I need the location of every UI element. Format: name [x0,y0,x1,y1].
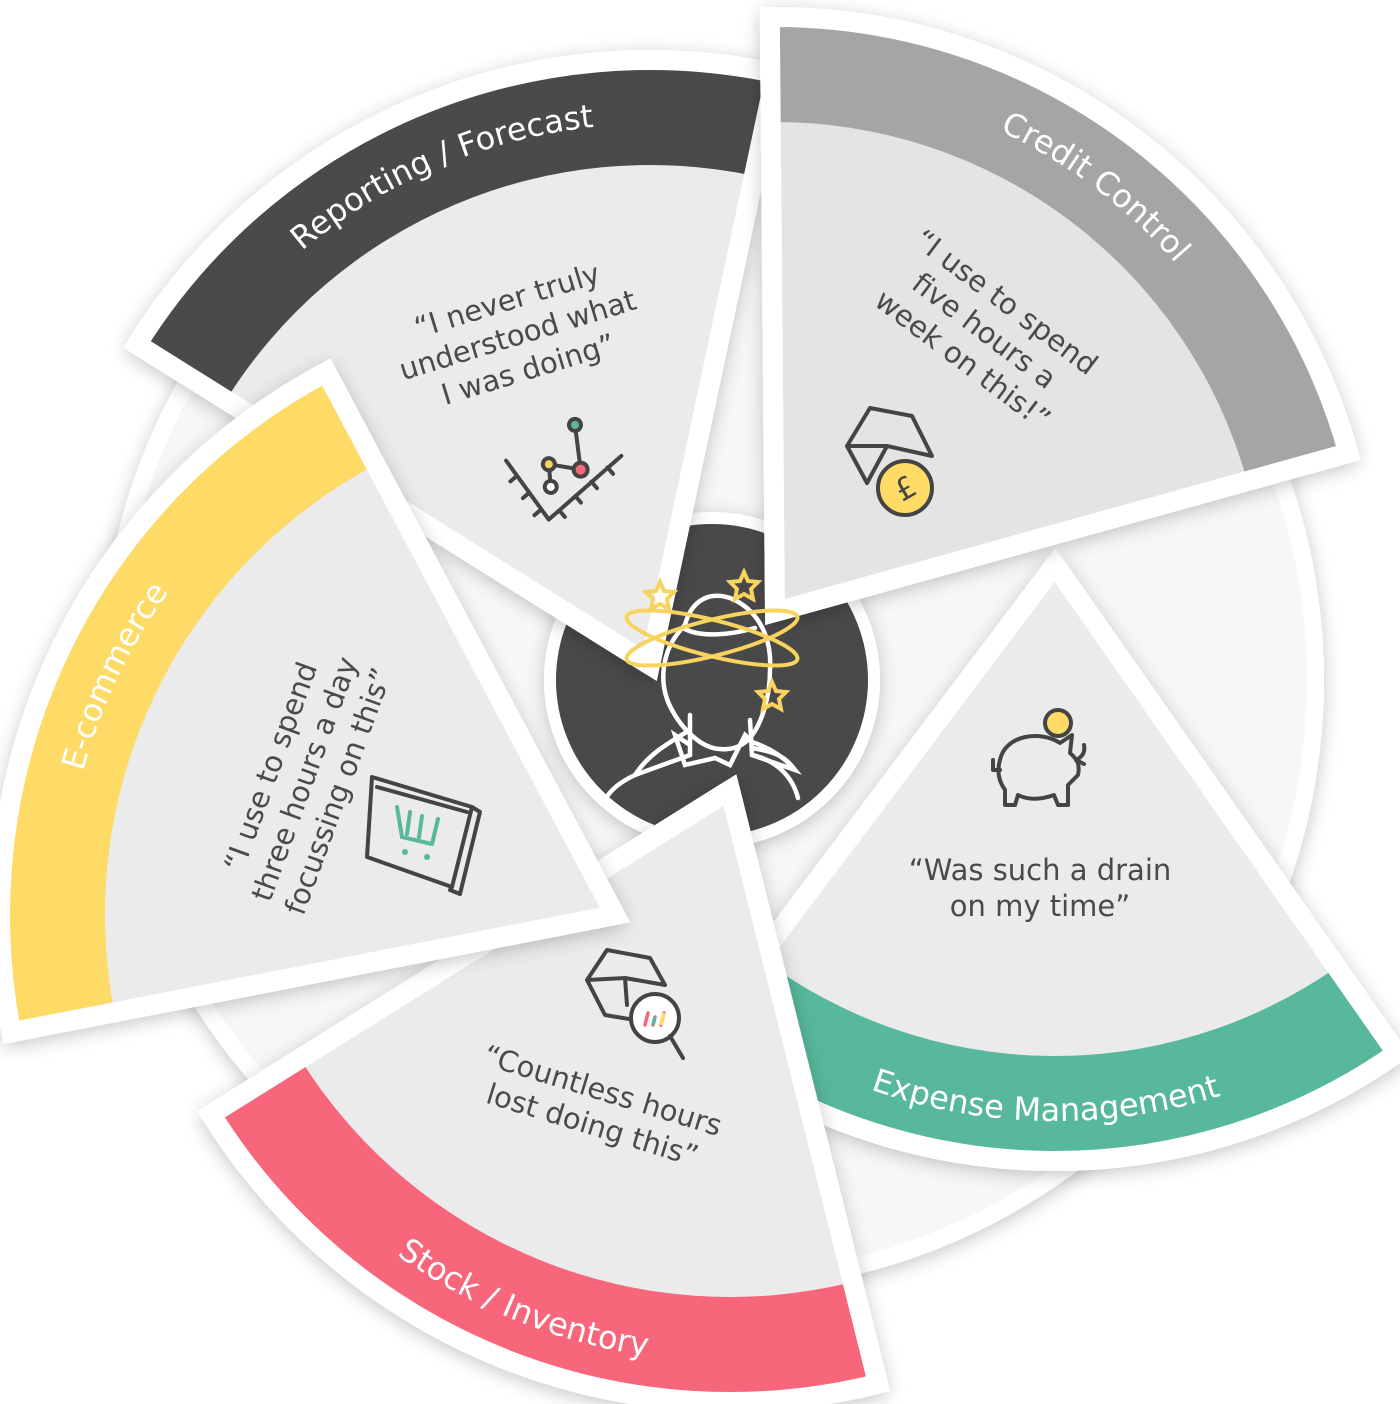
shopping-cart-screen-icon [365,775,482,896]
quote-line: on my time” [950,889,1131,923]
segment-band [210,1058,879,1403]
segment-border [759,7,1361,626]
box-pound-coin-icon: £ [845,406,934,517]
quote-line: “Was such a drain [909,853,1172,887]
segment-reporting: Reporting / Forecast“I never trulyunders… [123,50,788,682]
segment-border [123,50,788,682]
segment-credit: Credit Control“I use to spendfive hours … [759,7,1361,626]
segment-band [696,957,1397,1162]
segment-band [136,59,776,401]
segment-stock: Stock / Inventory“Countless hourslost do… [197,774,891,1404]
segment-border [197,774,891,1404]
segment-fill [696,565,1397,1162]
piggy-bank-icon [991,708,1087,807]
dizzy-person-icon [602,567,802,803]
segment-ecommerce: E-commerce“I use to spendthree hours a d… [0,358,631,1045]
segment-border [0,358,631,1045]
box-search-icon [585,948,685,1060]
line-chart-icon [504,416,624,522]
segment-band [769,17,1349,482]
segment-band [0,371,376,1033]
